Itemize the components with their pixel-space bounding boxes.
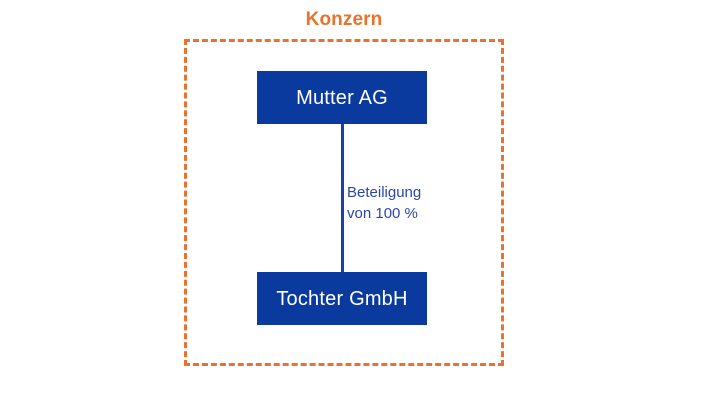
connector-label: Beteiligung von 100 %: [347, 182, 421, 224]
entity-box-subsidiary[interactable]: Tochter GmbH: [257, 272, 427, 325]
entity-label-subsidiary: Tochter GmbH: [276, 287, 408, 310]
connector-line-parent-to-subsidiary: [341, 124, 344, 272]
group-boundary-dashed-box: [184, 39, 504, 366]
entity-label-parent: Mutter AG: [296, 86, 388, 109]
connector-label-line-1: Beteiligung: [347, 184, 422, 201]
connector-label-line-2: von 100 %: [347, 205, 418, 222]
group-title: Konzern: [305, 9, 383, 30]
entity-box-parent[interactable]: Mutter AG: [257, 71, 427, 124]
